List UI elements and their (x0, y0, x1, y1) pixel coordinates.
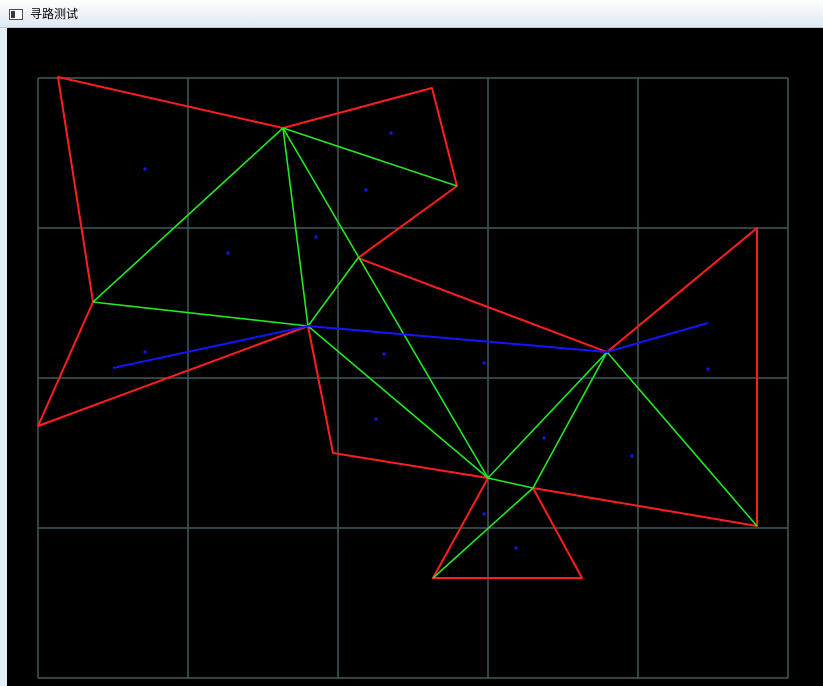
tri-edge (282, 127, 489, 479)
centroid-dot (482, 512, 486, 516)
tri-edge (487, 351, 608, 479)
found-path (112, 322, 709, 369)
tri-edge (487, 477, 534, 489)
app-window-icon[interactable] (9, 9, 23, 20)
centroid-dot (382, 352, 386, 356)
centroid-dot (374, 417, 378, 421)
tri-edge (432, 487, 534, 579)
centroid-dot (364, 188, 368, 192)
tri-edge (606, 351, 758, 527)
centroid-dot (143, 167, 147, 171)
centroid-dot (630, 454, 634, 458)
centroid-dot (389, 131, 393, 135)
centroid-dot (143, 350, 147, 354)
centroid-layer (143, 131, 710, 550)
tri-edge (307, 257, 359, 327)
triangulation-layer (92, 127, 758, 579)
tri-edge (282, 127, 309, 327)
tri-edge (307, 325, 489, 479)
tri-edge (282, 127, 458, 187)
grid-layer (37, 77, 789, 679)
centroid-dot (226, 251, 230, 255)
centroid-dot (482, 361, 486, 365)
polygon-edge-top-left (37, 76, 758, 579)
centroid-dot (314, 235, 318, 239)
centroid-dot (706, 367, 710, 371)
title-bar[interactable]: 寻路测试 (0, 0, 823, 28)
polygon-edges-layer (37, 76, 758, 579)
tri-edge (92, 127, 284, 303)
path-layer (112, 322, 709, 369)
tri-edge (532, 351, 608, 489)
canvas-area[interactable] (7, 28, 823, 686)
tri-edge (92, 301, 309, 327)
navmesh-canvas[interactable] (7, 28, 823, 686)
centroid-dot (542, 436, 546, 440)
centroid-dot (514, 546, 518, 550)
window-title: 寻路测试 (30, 7, 79, 21)
